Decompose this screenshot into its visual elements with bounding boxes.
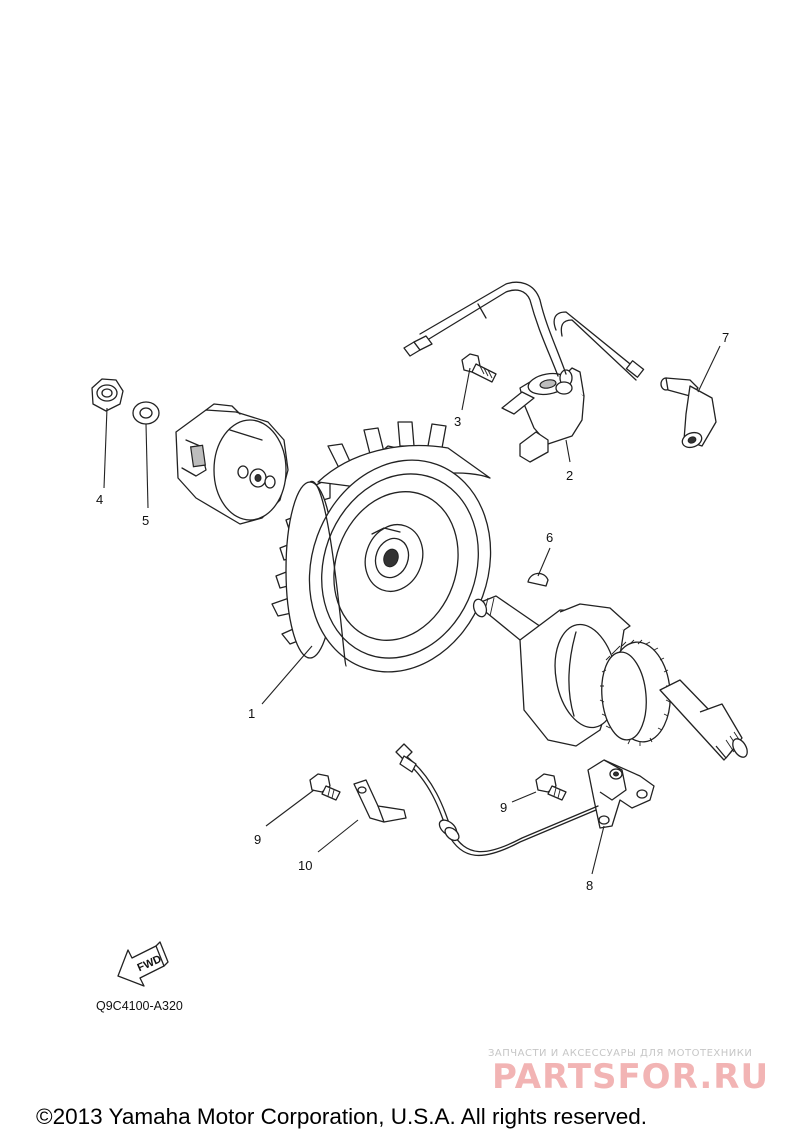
part-10-clamp: [353, 779, 407, 823]
fwd-arrow: FWD: [117, 941, 169, 987]
callout-10: 10: [298, 858, 312, 873]
part-1-flywheel: [271, 421, 492, 673]
callout-numbers: 1 2 3 4 5 6 7 8 9 9 10: [96, 330, 729, 893]
part-3-bolt: [461, 353, 497, 383]
callout-9-left: 9: [254, 832, 261, 847]
watermark: ЗАПЧАСТИ И АКСЕССУАРЫ ДЛЯ МОТОТЕХНИКИ PA…: [488, 1048, 769, 1097]
part-5-washer: [132, 401, 160, 425]
leader-lines: [103, 345, 721, 875]
watermark-brand: PARTSFOR.RU: [492, 1057, 769, 1097]
crank-gear: [599, 639, 671, 746]
part-9-bolt-left: [309, 773, 341, 801]
callout-2: 2: [566, 468, 573, 483]
part-7-plug-cap: [660, 377, 717, 449]
callout-5: 5: [142, 513, 149, 528]
part-8-switch-bracket: [587, 759, 655, 829]
callout-8: 8: [586, 878, 593, 893]
watermark-tagline: ЗАПЧАСТИ И АКСЕССУАРЫ ДЛЯ МОТОТЕХНИКИ: [488, 1048, 752, 1059]
callout-3: 3: [454, 414, 461, 429]
part-4-nut: [91, 378, 124, 412]
starter-pulley: [175, 403, 289, 525]
part-6-key: [527, 572, 549, 587]
callout-4: 4: [96, 492, 103, 507]
callout-9-right: 9: [500, 800, 507, 815]
copyright-notice: ©2013 Yamaha Motor Corporation, U.S.A. A…: [36, 1104, 647, 1129]
high-tension-lead: [403, 281, 645, 395]
drawing-code: Q9C4100-A320: [96, 999, 183, 1013]
part-2-ignition-coil: [501, 367, 585, 463]
callout-1: 1: [248, 706, 255, 721]
crankshaft: [472, 595, 748, 761]
part-9-bolt-right: [535, 773, 567, 801]
callout-7: 7: [722, 330, 729, 345]
callout-6: 6: [546, 530, 553, 545]
stop-switch-lead: [395, 743, 599, 856]
